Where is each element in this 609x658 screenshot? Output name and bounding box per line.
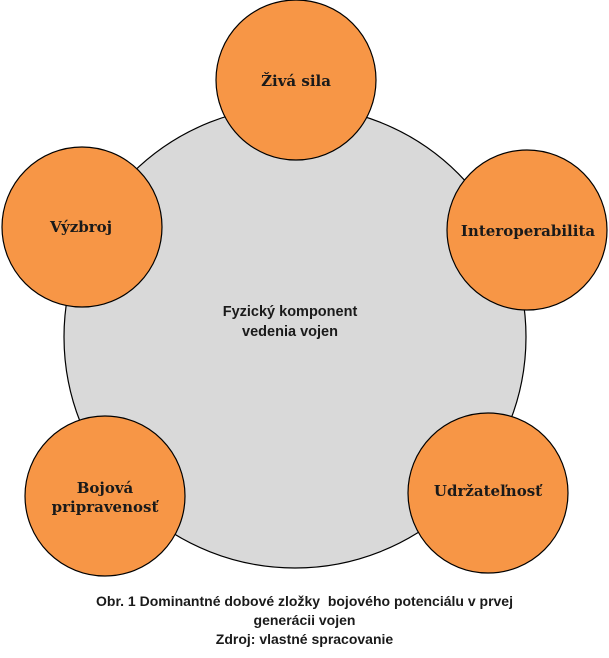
center-label-line1: Fyzický komponent — [223, 304, 358, 320]
node-bojova-label-line1: Bojová — [77, 479, 134, 497]
node-ziva-sila-label: Živá sila — [261, 72, 331, 90]
node-interoperabilita-label: Interoperabilita — [461, 222, 595, 240]
node-udrzatelnost-label: Udržateľnosť — [434, 482, 543, 500]
node-bojova-label-line2: pripravenosť — [52, 498, 160, 516]
caption-source: Zdroj: vlastné spracovanie — [215, 631, 394, 647]
node-ziva-sila: Živá sila — [215, 0, 377, 161]
node-udrzatelnost: Udržateľnosť — [407, 412, 569, 574]
caption-line1: Obr. 1 Dominantné dobové zložky bojového… — [96, 593, 513, 609]
node-vyzbroj-circle — [1, 146, 163, 308]
node-udrzatelnost-circle — [407, 412, 569, 574]
caption-line2: generácii vojen — [253, 612, 356, 628]
node-vyzbroj-label: Výzbroj — [49, 218, 112, 236]
node-interoperabilita: Interoperabilita — [446, 149, 608, 311]
figure-caption: Obr. 1 Dominantné dobové zložky bojového… — [0, 592, 609, 649]
node-bojova-pripravenost: Bojová pripravenosť — [24, 415, 186, 577]
center-label-line2: vedenia vojen — [242, 324, 338, 340]
node-ziva-sila-circle — [215, 0, 377, 161]
node-vyzbroj: Výzbroj — [1, 146, 163, 308]
node-interoperabilita-circle — [446, 149, 608, 311]
node-bojova-pripravenost-circle — [24, 415, 186, 577]
